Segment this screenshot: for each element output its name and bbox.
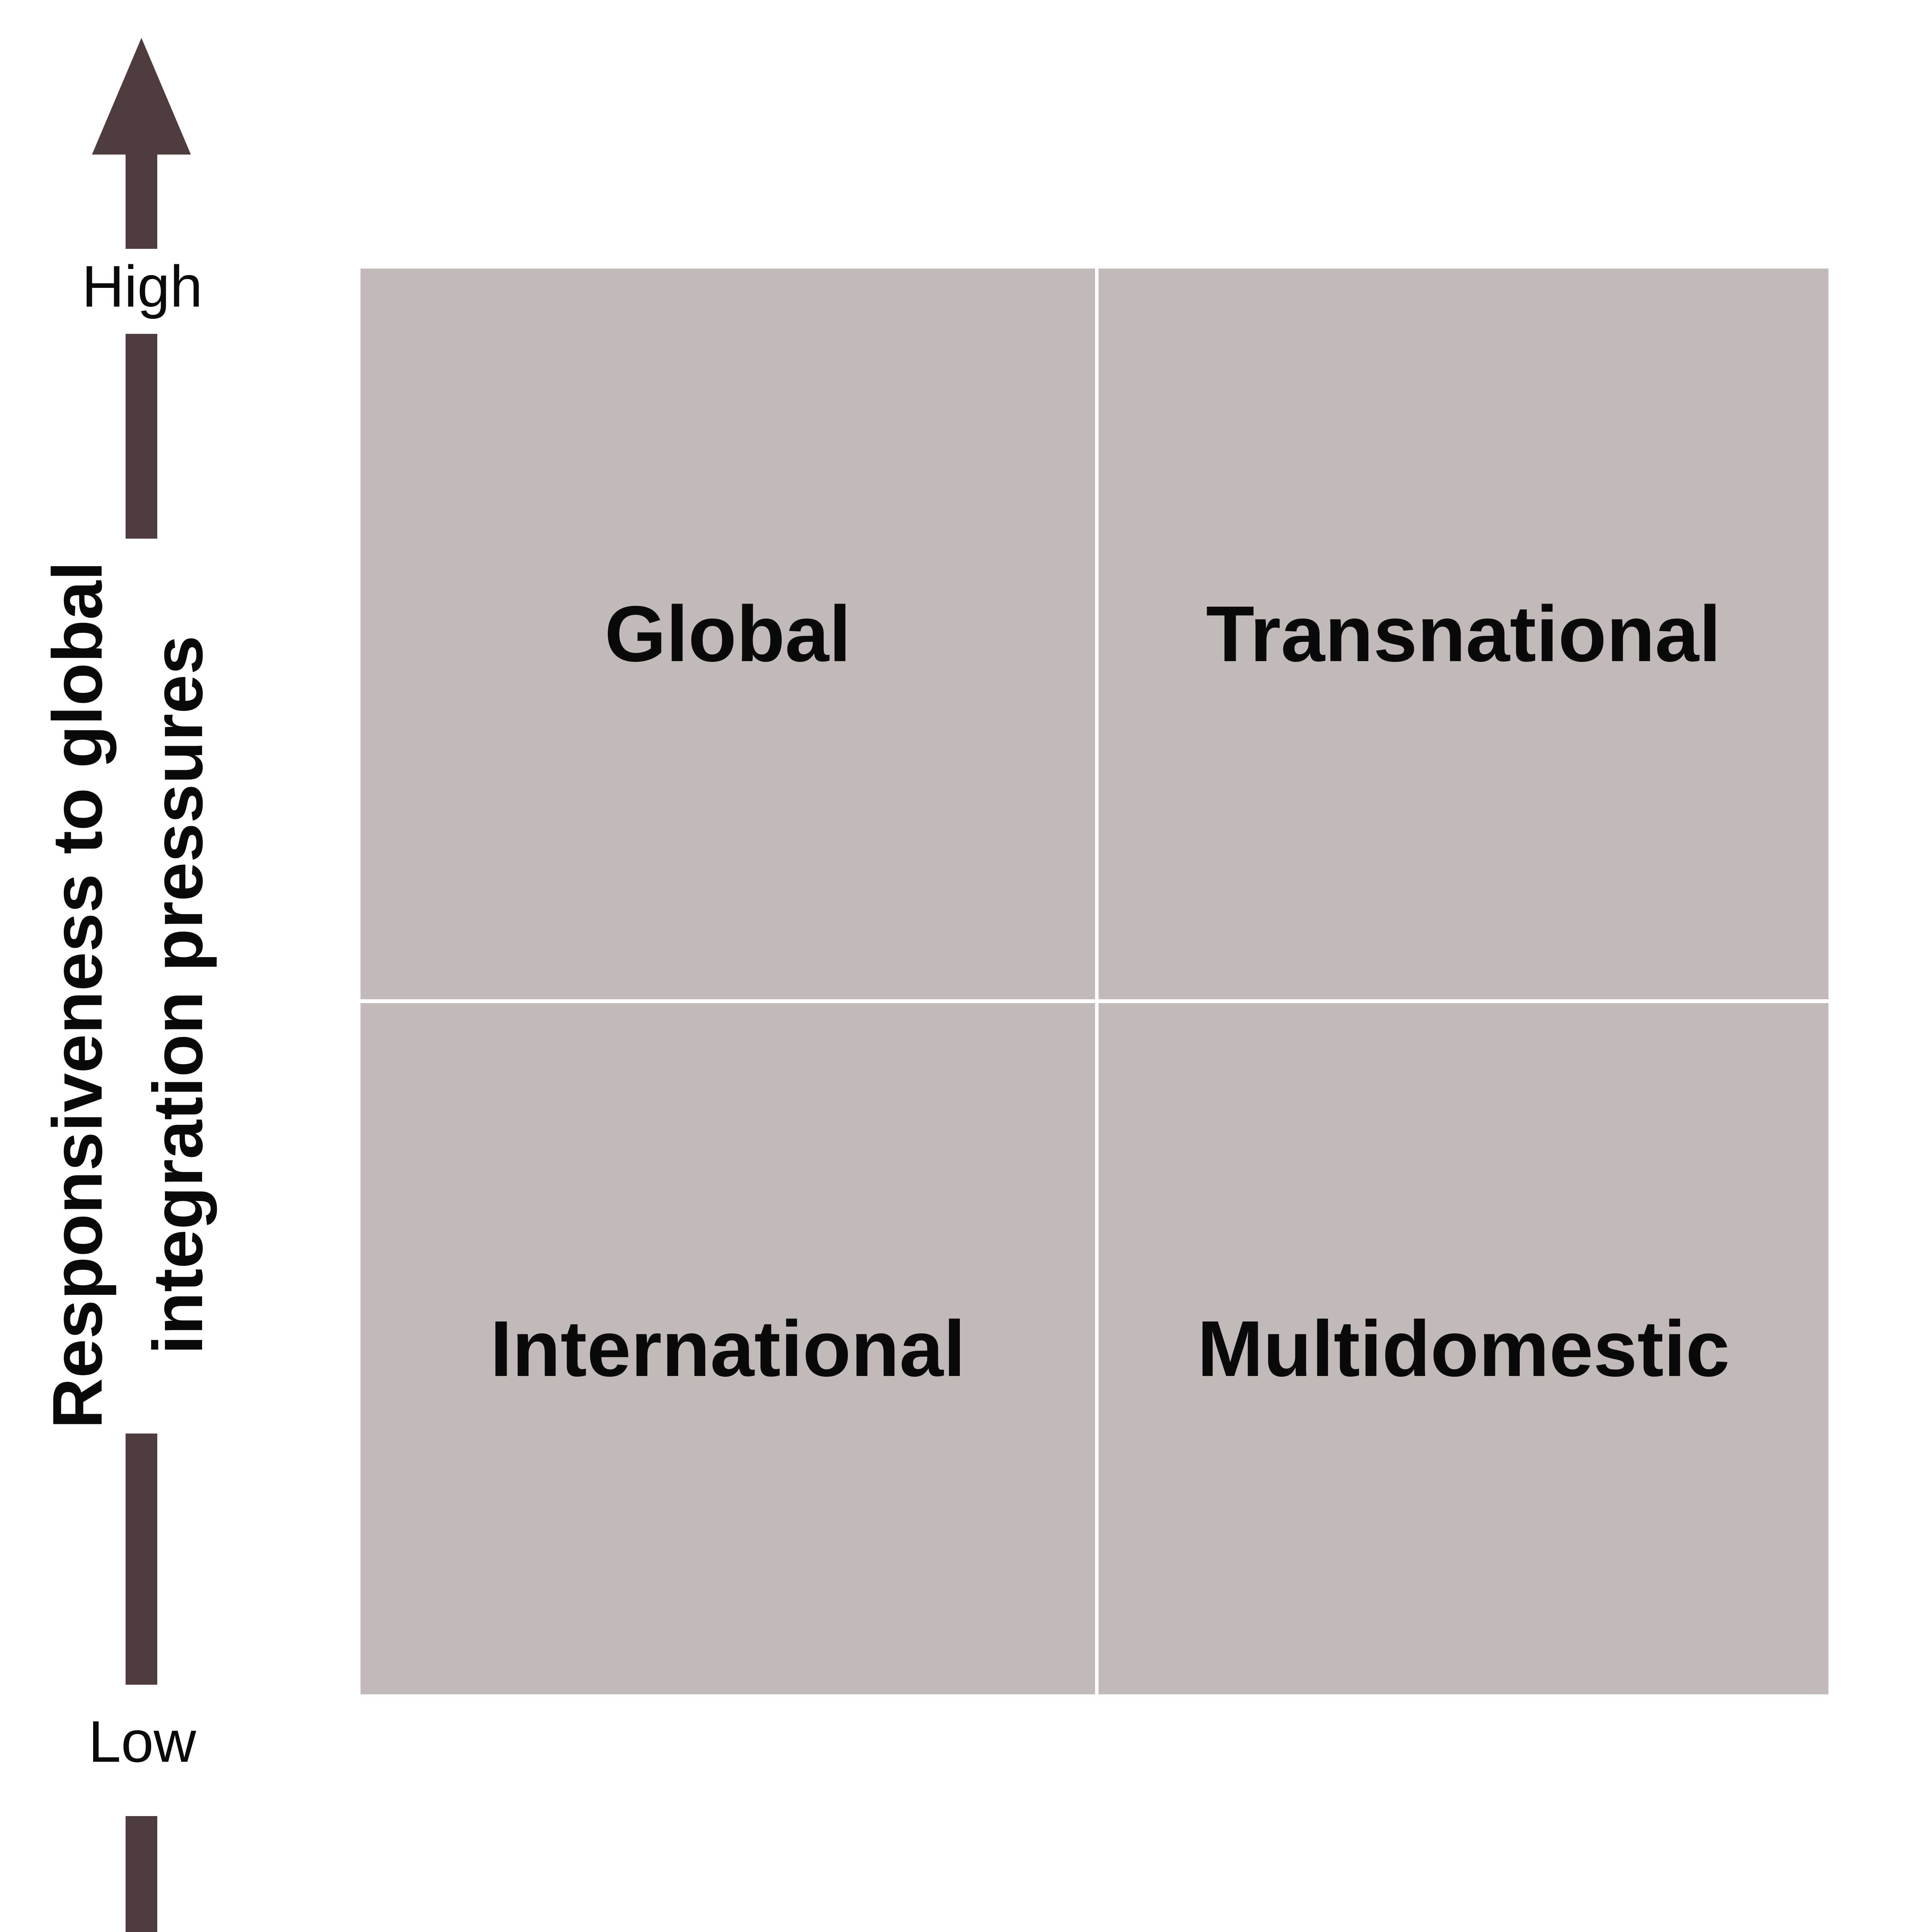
y-axis-line-segment-upper — [126, 334, 157, 539]
quadrant-top-left: Global — [361, 269, 1095, 999]
x-axis-title-line-1: Responsiveness to — [773, 1924, 1425, 1932]
quadrant-label-multidomestic: Multidomestic — [1197, 1304, 1730, 1393]
y-axis-title: Responsiveness to global integration pre… — [27, 561, 228, 1429]
quadrant-label-international: International — [490, 1304, 966, 1393]
y-axis-line-segment-top — [126, 154, 157, 249]
x-axis-title: Responsiveness to local pressures — [773, 1924, 1425, 1932]
y-axis-low-label: Low — [88, 1709, 196, 1775]
y-axis-title-line-1: Responsiveness to global — [38, 561, 117, 1429]
quadrant-label-global: Global — [604, 589, 851, 678]
up-arrow-icon — [92, 38, 191, 155]
y-axis-high-label: High — [82, 253, 203, 320]
quadrant-top-right: Transnational — [1099, 269, 1828, 999]
quadrant-bottom-right: Multidomestic — [1099, 1003, 1828, 1694]
quadrant-label-transnational: Transnational — [1206, 589, 1721, 678]
y-axis-title-line-2: integration pressures — [138, 635, 217, 1355]
y-axis-line-segment-lower — [126, 1434, 157, 1685]
axis-corner-vertical — [126, 1816, 157, 1932]
quadrant-bottom-left: International — [361, 1003, 1095, 1694]
